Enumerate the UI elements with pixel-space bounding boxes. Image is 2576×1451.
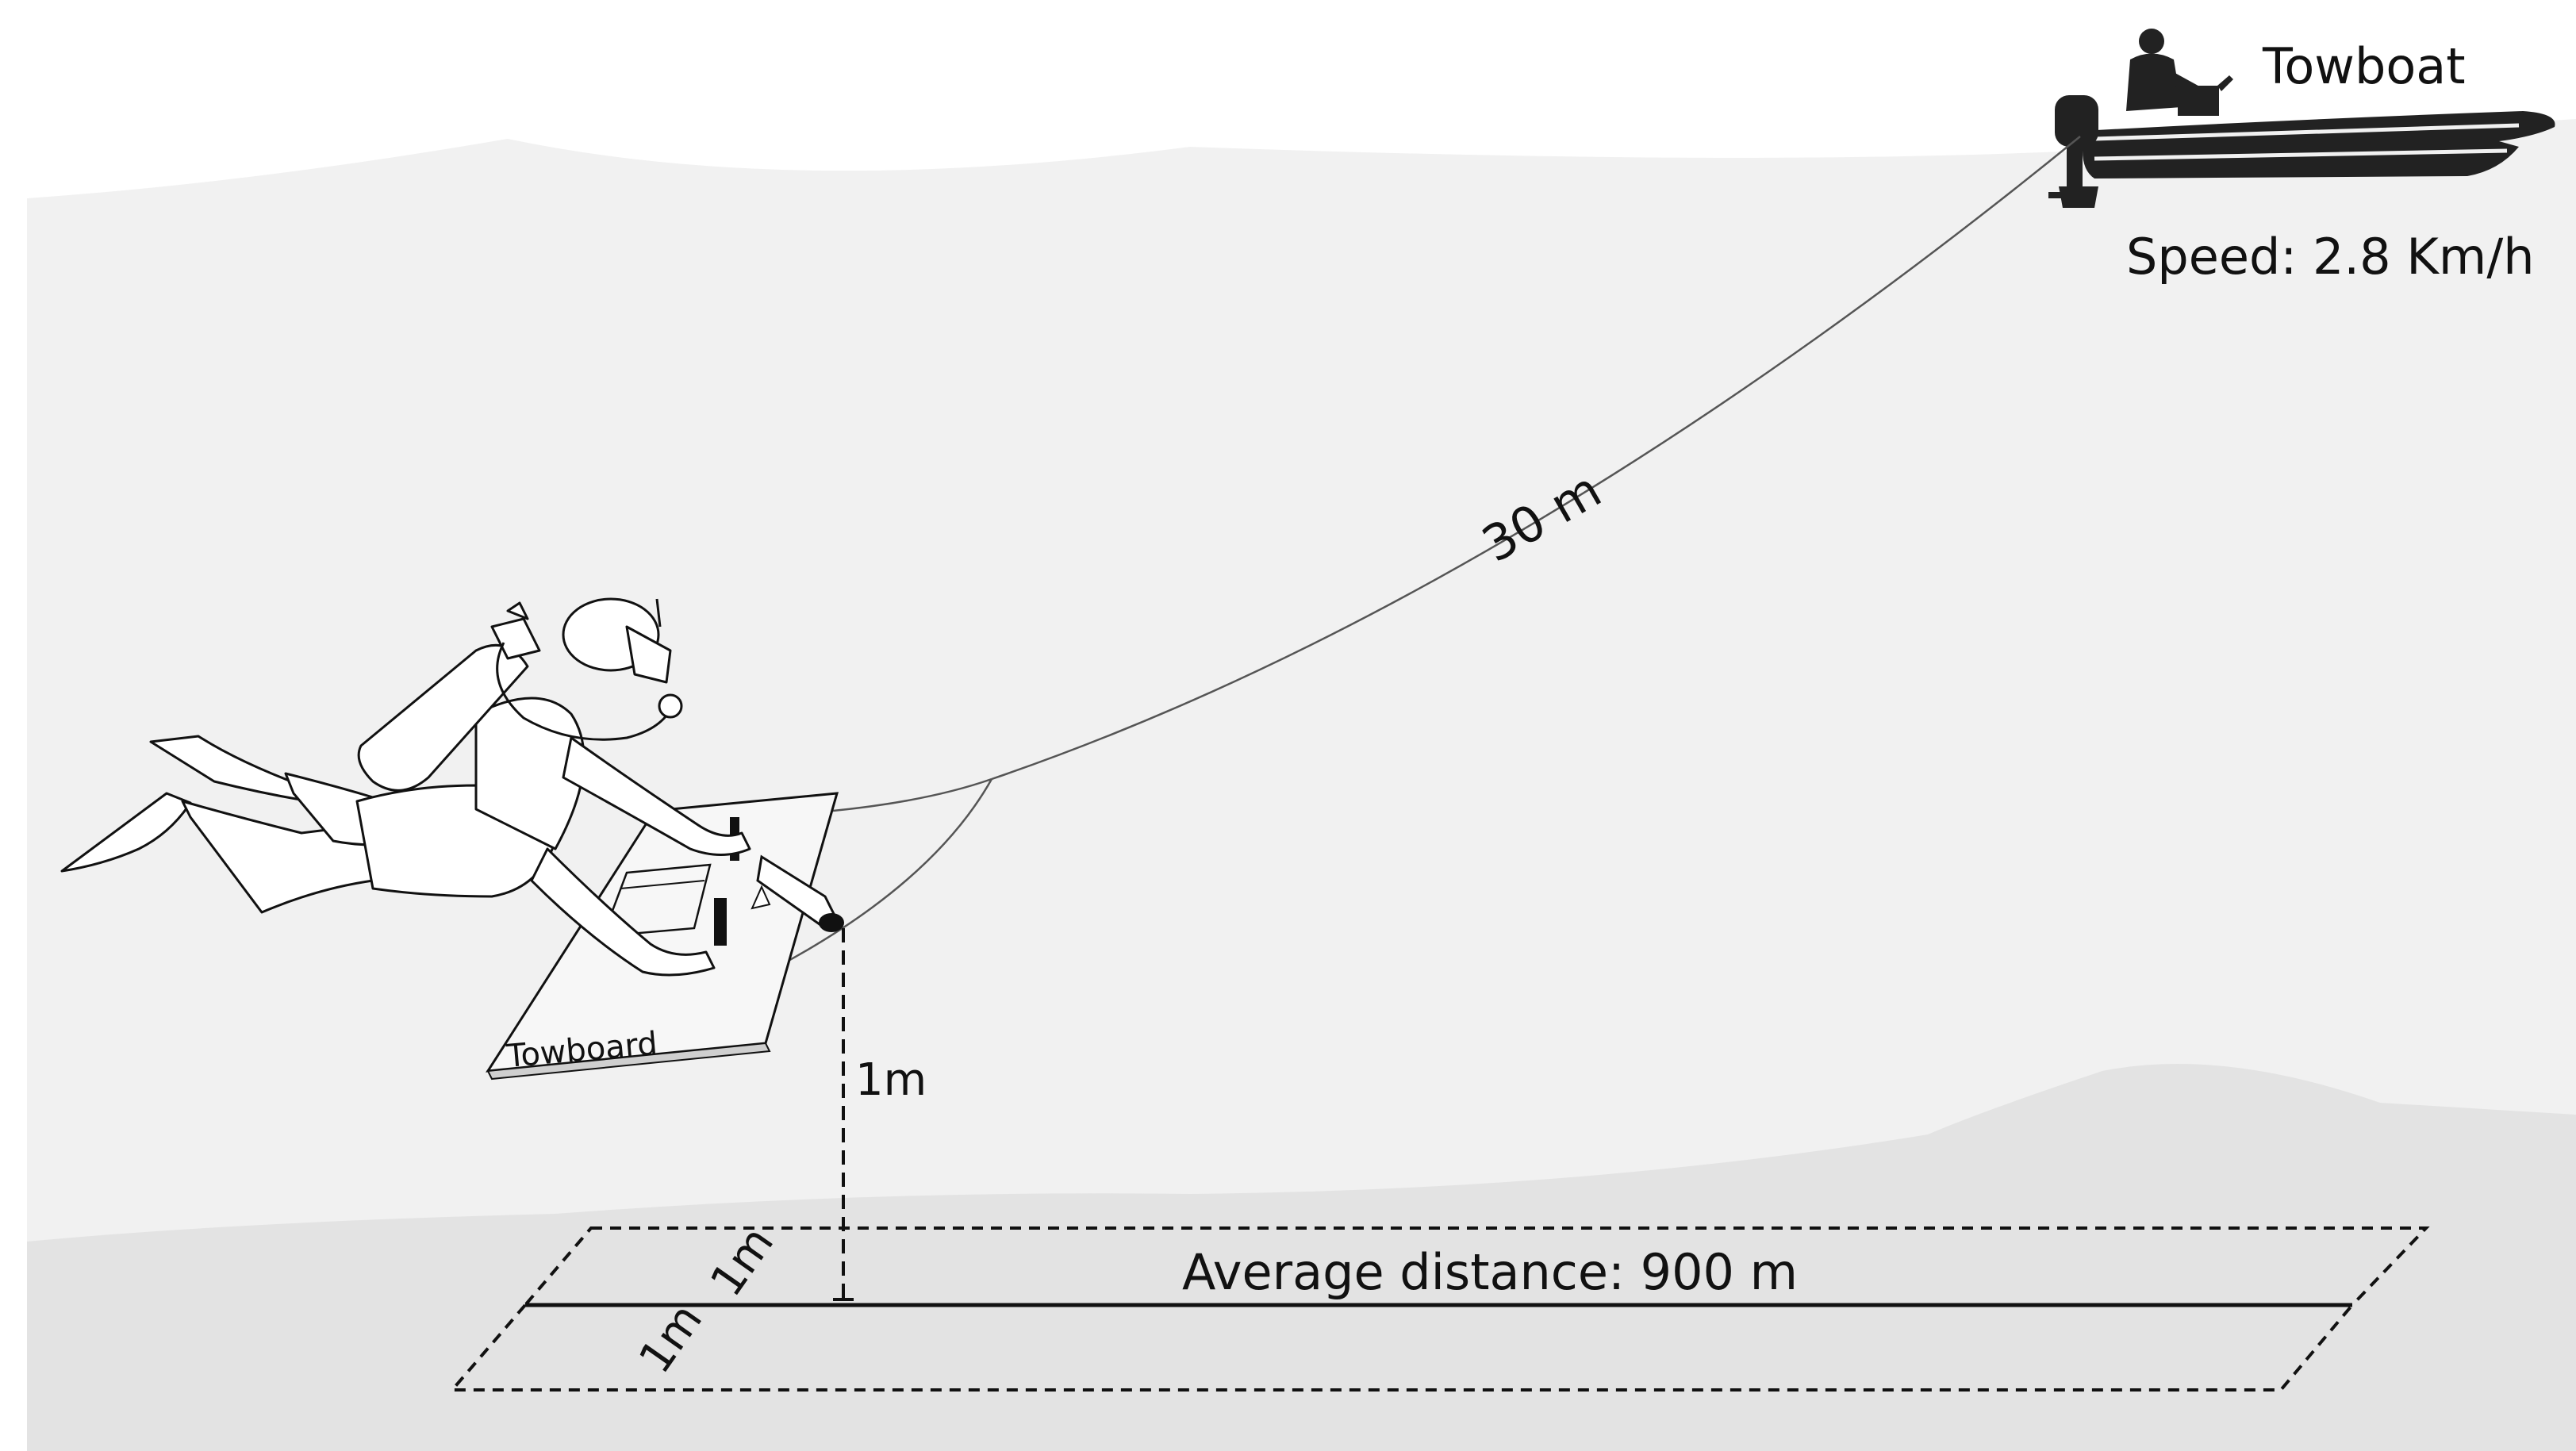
scuba-diver-icon <box>60 597 751 977</box>
towboard-icon <box>486 792 844 1081</box>
camera-icon <box>751 854 844 932</box>
speed-label: Speed: 2.8 Km/h <box>2126 228 2535 286</box>
seabed <box>27 1064 2576 1451</box>
distance-label: Average distance: 900 m <box>1182 1243 1798 1301</box>
bridle-line-upper <box>832 777 992 812</box>
water-body <box>27 119 2576 1451</box>
tow-rope <box>991 136 2081 781</box>
height-label: 1m <box>855 1054 927 1106</box>
towboat-label: Towboat <box>2262 37 2466 95</box>
towboat-icon <box>2048 29 2555 208</box>
transect-strip-upper <box>521 1226 2430 1307</box>
